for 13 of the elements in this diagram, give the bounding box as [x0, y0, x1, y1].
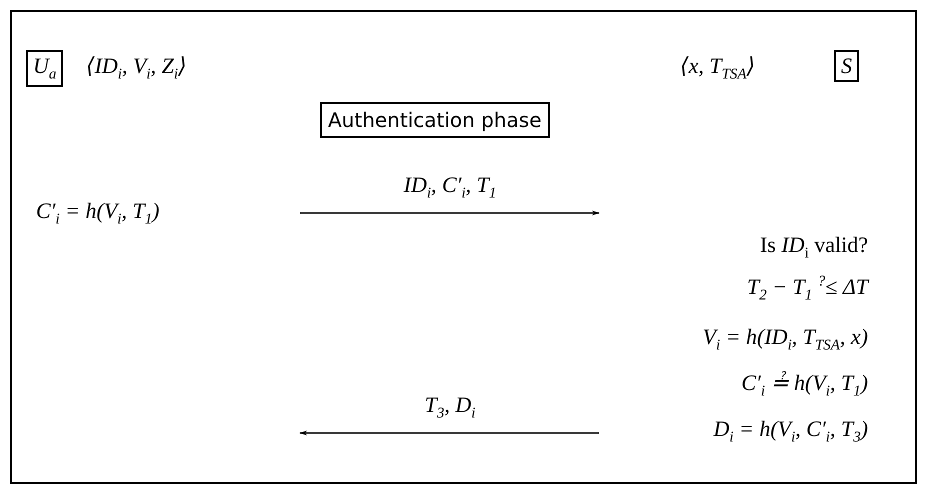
formula: D$_{i}$ = h(V$_{i}$, C′$_{i}$, T$_{3}$) [713, 416, 868, 448]
message-label: T$_{3}$, D$_{i}$ [424, 392, 476, 424]
stored-values: ⟨ID$_{i}$, V$_{i}$, Z$_{i}$⟩ [86, 53, 187, 84]
check-text: Is ID$_{i}$ valid? [760, 232, 868, 264]
formula: V$_{i}$ = h(ID$_{i}$, T$_{TSA}$, x) [702, 324, 868, 356]
formula: T$_{2}$ − T$_{1}$ $^{?}$≤ ΔT [746, 274, 868, 306]
message-label: ID$_{i}$, C′$_{i}$, T$_{1}$ [404, 172, 496, 204]
formula: C′$_{i}$ = h(V$_{i}$, T$_{1}$) [36, 198, 160, 230]
stored-values: ⟨x, T$_{TSA}$⟩ [680, 53, 756, 84]
formula: C′$_{i}$ ≟ h(V$_{i}$, T$_{1}$) [741, 370, 868, 402]
party-box: U$_{a}$ [26, 50, 64, 88]
phase-box: Authentication phase [320, 102, 550, 138]
party-box: S [834, 50, 859, 82]
